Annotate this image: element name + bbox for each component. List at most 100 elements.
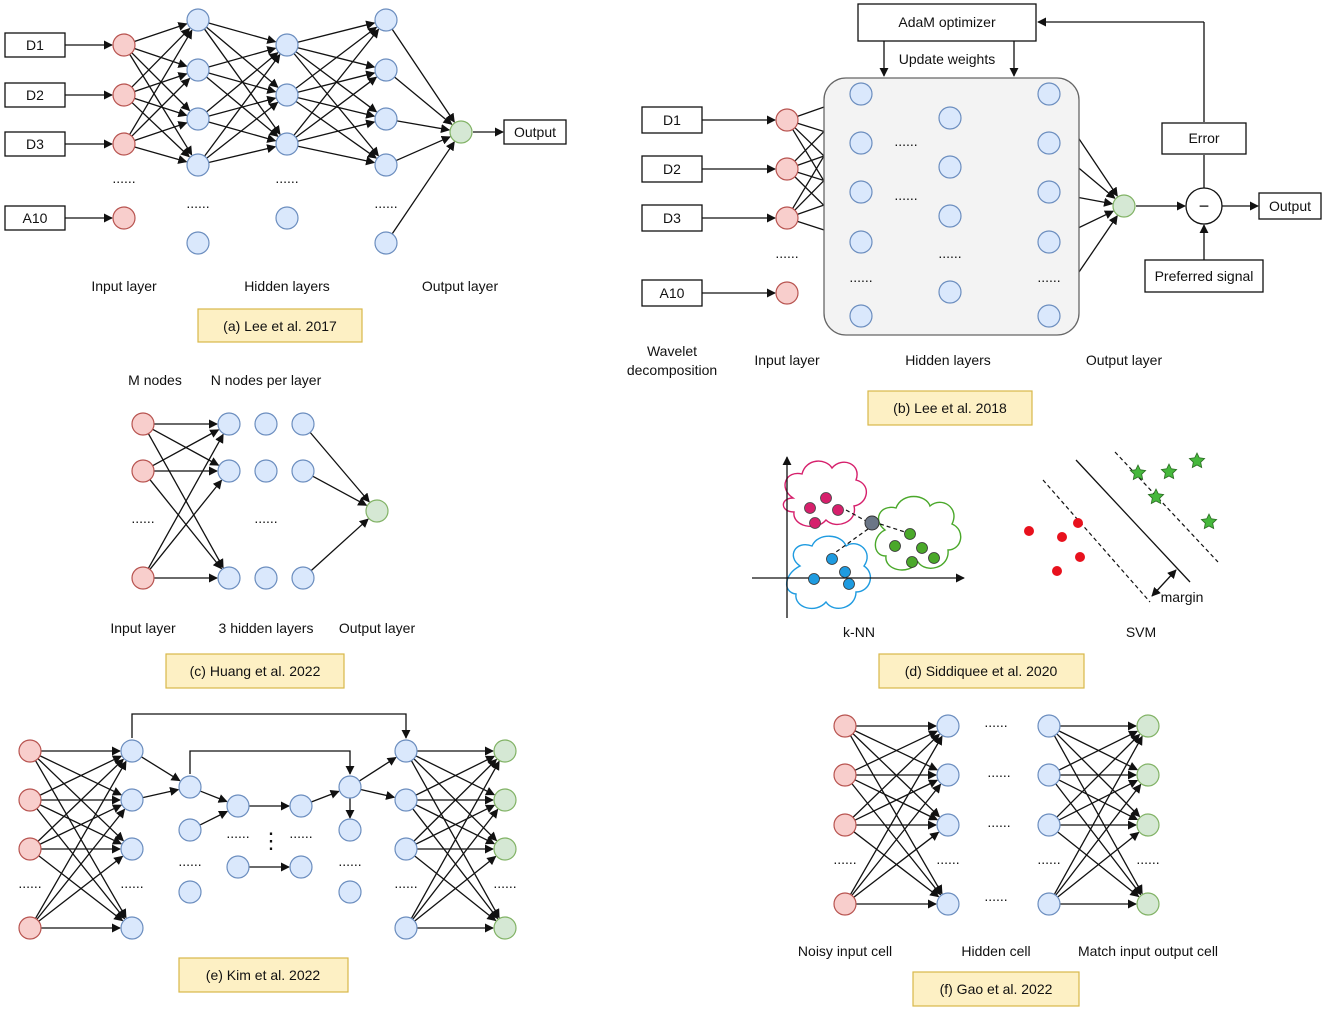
input-node (18, 916, 42, 940)
ellipsis: ...... (833, 851, 856, 867)
input-label-a10: A10 (23, 210, 48, 226)
knn-point-blue (843, 578, 855, 590)
input-node (18, 788, 42, 812)
subtract-node (1185, 187, 1223, 225)
edge-arrow (853, 831, 940, 898)
input-label-d2: D2 (26, 87, 44, 103)
shapes-layer (782, 77, 1080, 610)
edge-arrow (149, 479, 223, 570)
edge-arrow (854, 730, 938, 771)
edge-arrow (297, 20, 376, 43)
hidden-node (120, 739, 144, 763)
hidden-node (1037, 813, 1061, 837)
input-box-d1 (641, 106, 703, 134)
layer-label-input: Input layer (91, 278, 157, 294)
hidden-node (938, 155, 962, 179)
edge-arrow (297, 119, 376, 142)
svm-margin-arrow (1151, 569, 1177, 597)
ellipsis: ...... (987, 814, 1010, 830)
ellipsis: ...... (984, 888, 1007, 904)
layer-label-output: Output layer (1086, 352, 1163, 368)
caption-c: (c) Huang et al. 2022 (190, 663, 321, 679)
input-node (775, 206, 799, 230)
ellipsis: ...... (374, 195, 397, 211)
ellipsis: ...... (775, 245, 798, 261)
input-node (833, 714, 857, 738)
edge-arrow (208, 46, 277, 68)
hidden-node (849, 304, 873, 328)
hidden-node (1037, 230, 1061, 254)
input-node (131, 459, 155, 483)
hidden-node (374, 153, 398, 177)
hidden-node (217, 566, 241, 590)
knn-point-magenta (809, 517, 821, 529)
ellipsis: ...... (112, 170, 135, 186)
input-label-d1: D1 (663, 112, 681, 128)
output-box (503, 119, 567, 145)
input-label-d3: D3 (663, 210, 681, 226)
svm-hyperplane (1075, 459, 1191, 583)
layer-label-hidden: Hidden layers (244, 278, 330, 294)
output-node (493, 739, 517, 763)
knn-point-green (916, 542, 928, 554)
input-label-d2: D2 (663, 161, 681, 177)
edge-arrow (410, 760, 500, 919)
hidden-node (1037, 131, 1061, 155)
edge-arrow (413, 758, 498, 842)
hidden-node (275, 206, 299, 230)
caption-a: (a) Lee et al. 2017 (223, 318, 337, 334)
hidden-node (275, 132, 299, 156)
ellipsis: ...... (186, 195, 209, 211)
hidden-node (289, 794, 313, 818)
svm-star-point (1147, 488, 1165, 505)
hidden-node (338, 880, 362, 904)
layer-label-input: Noisy input cell (798, 943, 892, 959)
edge-arrow (391, 28, 455, 123)
edge-arrow (131, 77, 191, 137)
hidden-node (226, 794, 250, 818)
input-box-d3 (641, 204, 703, 232)
edge-arrow (394, 76, 453, 125)
output-node (1136, 714, 1160, 738)
hidden-node (120, 788, 144, 812)
preferred-signal-label: Preferred signal (1155, 268, 1254, 284)
n-nodes-label: N nodes per layer (211, 372, 322, 388)
output-node (1136, 813, 1160, 837)
hidden-node (936, 892, 960, 916)
panel-b: AdaM optimizer Update weights D1 D2 D3 A… (627, 3, 1322, 426)
input-node (18, 837, 42, 861)
edge-arrow (415, 755, 496, 796)
edges-layer (34, 17, 1259, 933)
edge-arrow (312, 475, 368, 506)
input-node (775, 281, 799, 305)
edge-arrow (310, 518, 369, 572)
edge-arrow (199, 790, 228, 803)
edge-arrow (1057, 831, 1140, 898)
input-node (112, 83, 136, 107)
input-node (833, 763, 857, 787)
edge-arrow (142, 786, 180, 799)
edge-arrow (395, 135, 451, 162)
edge-arrow (293, 53, 379, 157)
hidden-node (1037, 180, 1061, 204)
input-node (18, 739, 42, 763)
output-node (449, 120, 473, 144)
ellipsis: ...... (849, 269, 872, 285)
output-node (493, 916, 517, 940)
edge-arrow (208, 22, 277, 44)
ellipsis: ...... (1037, 269, 1060, 285)
error-box (1161, 122, 1247, 155)
hidden-node (936, 714, 960, 738)
edge-arrow (295, 100, 377, 159)
ellipsis: ...... (938, 245, 961, 261)
edge-arrow (412, 808, 499, 920)
optimizer-label: AdaM optimizer (898, 14, 996, 30)
ellipsis: ...... (275, 170, 298, 186)
minus-sign: − (1199, 196, 1210, 216)
caption-e: (e) Kim et al. 2022 (206, 967, 321, 983)
input-node (833, 892, 857, 916)
output-node (1112, 194, 1136, 218)
nodes-layer (18, 8, 1160, 940)
hidden-node (186, 58, 210, 82)
